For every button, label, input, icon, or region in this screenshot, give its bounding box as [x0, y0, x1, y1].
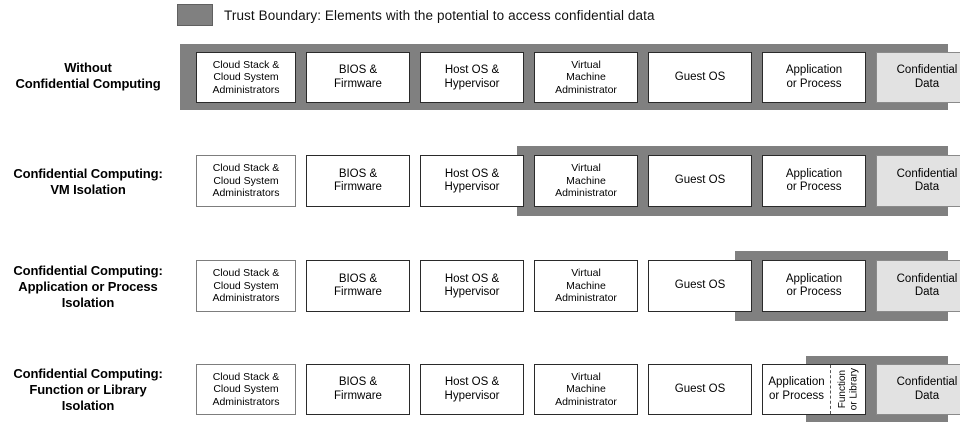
- row-application-or-process-isolation: Confidential Computing: Application or P…: [0, 251, 960, 323]
- node-function-or-library[interactable]: Function or Library: [831, 365, 865, 414]
- node-application-or-process[interactable]: Application or Process: [762, 155, 866, 207]
- node-confidential-data[interactable]: Confidential Data: [876, 52, 960, 103]
- node-bios-firmware[interactable]: BIOS & Firmware: [306, 260, 410, 312]
- row2-node-strip: Cloud Stack & Cloud System Administrator…: [196, 155, 960, 207]
- node-confidential-data[interactable]: Confidential Data: [876, 364, 960, 415]
- node-application-with-function-library[interactable]: Application or Process Function or Libra…: [762, 364, 866, 415]
- node-vm-administrator[interactable]: Virtual Machine Administrator: [534, 364, 638, 415]
- node-host-os-hypervisor[interactable]: Host OS & Hypervisor: [420, 364, 524, 415]
- node-guest-os[interactable]: Guest OS: [648, 52, 752, 103]
- node-host-os-hypervisor[interactable]: Host OS & Hypervisor: [420, 260, 524, 312]
- row-label-without-confidential-computing: Without Confidential Computing: [15, 60, 161, 91]
- node-application-or-process[interactable]: Application or Process: [763, 365, 831, 414]
- row-function-or-library-isolation: Confidential Computing: Function or Libr…: [0, 356, 960, 424]
- node-bios-firmware[interactable]: BIOS & Firmware: [306, 52, 410, 103]
- node-cloud-administrators[interactable]: Cloud Stack & Cloud System Administrator…: [196, 260, 296, 312]
- node-guest-os[interactable]: Guest OS: [648, 260, 752, 312]
- row4-node-strip: Cloud Stack & Cloud System Administrator…: [196, 364, 960, 415]
- legend-text: Trust Boundary: Elements with the potent…: [224, 7, 655, 23]
- node-vm-administrator[interactable]: Virtual Machine Administrator: [534, 155, 638, 207]
- node-application-or-process[interactable]: Application or Process: [762, 260, 866, 312]
- node-vm-administrator[interactable]: Virtual Machine Administrator: [534, 52, 638, 103]
- row-vm-isolation: Confidential Computing: VM Isolation Clo…: [0, 146, 960, 218]
- node-host-os-hypervisor[interactable]: Host OS & Hypervisor: [420, 155, 524, 207]
- node-confidential-data[interactable]: Confidential Data: [876, 155, 960, 207]
- row3-node-strip: Cloud Stack & Cloud System Administrator…: [196, 260, 960, 312]
- row-label-application-or-process-isolation: Confidential Computing: Application or P…: [13, 263, 163, 310]
- node-guest-os[interactable]: Guest OS: [648, 155, 752, 207]
- row-label-function-or-library-isolation: Confidential Computing: Function or Libr…: [13, 366, 163, 413]
- trust-boundary-swatch-icon: [177, 4, 213, 26]
- node-cloud-administrators[interactable]: Cloud Stack & Cloud System Administrator…: [196, 52, 296, 103]
- row-label-vm-isolation: Confidential Computing: VM Isolation: [13, 166, 163, 197]
- node-guest-os[interactable]: Guest OS: [648, 364, 752, 415]
- legend: Trust Boundary: Elements with the potent…: [177, 4, 655, 26]
- node-vm-administrator[interactable]: Virtual Machine Administrator: [534, 260, 638, 312]
- node-bios-firmware[interactable]: BIOS & Firmware: [306, 155, 410, 207]
- node-host-os-hypervisor[interactable]: Host OS & Hypervisor: [420, 52, 524, 103]
- node-confidential-data[interactable]: Confidential Data: [876, 260, 960, 312]
- row-without-confidential-computing: Without Confidential Computing Cloud Sta…: [0, 44, 960, 112]
- node-cloud-administrators[interactable]: Cloud Stack & Cloud System Administrator…: [196, 364, 296, 415]
- node-cloud-administrators[interactable]: Cloud Stack & Cloud System Administrator…: [196, 155, 296, 207]
- node-function-or-library-label: Function or Library: [836, 368, 860, 411]
- node-application-or-process[interactable]: Application or Process: [762, 52, 866, 103]
- node-bios-firmware[interactable]: BIOS & Firmware: [306, 364, 410, 415]
- row1-node-strip: Cloud Stack & Cloud System Administrator…: [196, 52, 960, 103]
